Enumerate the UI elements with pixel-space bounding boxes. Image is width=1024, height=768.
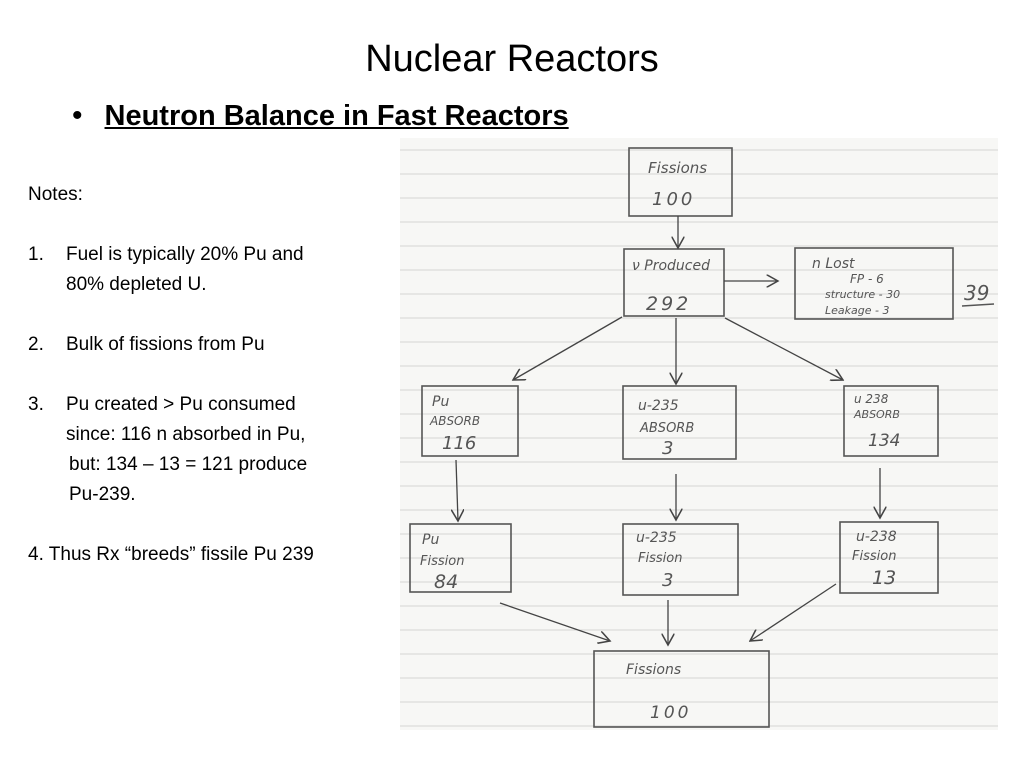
note-number: 2.: [28, 334, 44, 355]
u235-fission-box: [622, 523, 739, 596]
notes-heading: Notes:: [28, 184, 83, 205]
note-number: 3.: [28, 394, 44, 415]
u235-absorb-sub: ABSORB: [639, 421, 694, 436]
produced-label: ν Produced: [632, 258, 710, 274]
hand-drawn-diagram: Fissions 100 ν Produced 292 n Lost FP - …: [400, 138, 998, 730]
arrow: [456, 459, 458, 521]
slide-title: Nuclear Reactors: [365, 38, 659, 80]
pu-fission-value: 84: [434, 571, 458, 593]
fissions-bottom-box: [593, 650, 770, 728]
u238-fission-box: [839, 521, 939, 594]
lost-leakage: Leakage - 3: [825, 304, 889, 317]
note-text: Pu created > Pu consumed: [66, 394, 296, 415]
note-text: Fuel is typically 20% Pu and: [66, 244, 304, 265]
bullet-row: • Neutron Balance in Fast Reactors: [72, 96, 569, 136]
pu-absorb-box: [421, 385, 519, 457]
lost-total: 39: [964, 281, 989, 305]
u238-fission-sub: Fission: [852, 549, 896, 564]
u235-fission-label: u-235: [636, 530, 677, 546]
u235-absorb-box: [622, 385, 737, 460]
arrows: [456, 216, 880, 645]
fissions-top-box: [628, 147, 733, 217]
note-continuation: Pu-239.: [69, 484, 136, 505]
slide-subtitle: Neutron Balance in Fast Reactors: [104, 100, 569, 132]
lost-label: n Lost: [812, 256, 855, 272]
produced-value: 292: [646, 293, 691, 315]
bullet-dot-icon: •: [72, 99, 83, 132]
pu-fission-sub: Fission: [420, 554, 464, 569]
note-continuation: since: 116 n absorbed in Pu,: [66, 424, 306, 445]
pu-absorb-label: Pu: [432, 394, 449, 410]
arrow: [513, 316, 623, 380]
pu-fission-label: Pu: [422, 532, 439, 548]
pu-absorb-value: 116: [442, 433, 476, 454]
note-item-1: 1. Fuel is typically 20% Pu and 80% depl…: [28, 240, 388, 300]
note-item-3: 3. Pu created > Pu consumed since: 116 n…: [28, 390, 388, 510]
note-text: Bulk of fissions from Pu: [66, 334, 265, 355]
u238-absorb-sub: ABSORB: [853, 408, 900, 421]
u235-absorb-label: u-235: [638, 398, 679, 414]
note-number: 1.: [28, 244, 44, 265]
ruled-lines: [400, 149, 998, 727]
notes-panel: Notes: 1. Fuel is typically 20% Pu and 8…: [28, 180, 388, 570]
note-continuation: but: 134 – 13 = 121 produce: [69, 454, 308, 475]
arrow: [724, 317, 843, 380]
u238-absorb-value: 134: [868, 431, 900, 451]
note-continuation: 80% depleted U.: [66, 274, 207, 295]
u235-fission-value: 3: [662, 570, 673, 591]
u235-fission-sub: Fission: [638, 551, 682, 566]
fissions-bottom-label: Fissions: [626, 662, 681, 678]
u238-absorb-box: [843, 385, 939, 457]
note-item-2: 2. Bulk of fissions from Pu: [28, 330, 388, 360]
fissions-bottom-value: 100: [650, 703, 691, 723]
arrow: [750, 583, 837, 641]
lost-box: [794, 247, 954, 320]
u235-absorb-value: 3: [662, 438, 673, 459]
u238-fission-value: 13: [872, 567, 896, 589]
note-item-4: 4. Thus Rx “breeds” fissile Pu 239: [28, 544, 314, 565]
u238-fission-label: u-238: [856, 529, 897, 545]
fissions-top-value: 100: [652, 189, 695, 210]
lost-structure: structure - 30: [825, 288, 900, 301]
u238-absorb-label: u 238: [854, 392, 889, 406]
diagram-canvas: Fissions 100 ν Produced 292 n Lost FP - …: [400, 147, 998, 728]
total-underline: [961, 303, 995, 307]
fissions-top-label: Fissions: [648, 159, 707, 177]
pu-fission-box: [409, 523, 512, 593]
arrow: [499, 602, 610, 641]
pu-absorb-sub: ABSORB: [429, 414, 480, 428]
lost-fp: FP - 6: [850, 272, 884, 286]
